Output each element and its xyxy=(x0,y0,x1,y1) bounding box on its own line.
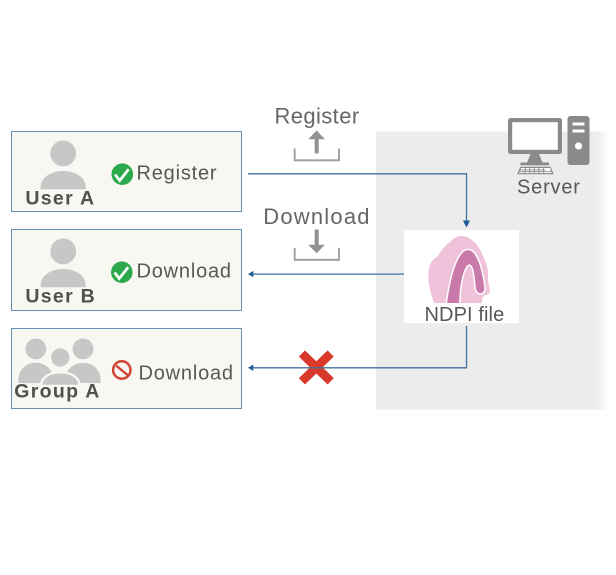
svg-text:User B: User B xyxy=(25,286,96,308)
svg-text:Register: Register xyxy=(274,103,359,128)
svg-text:Group A: Group A xyxy=(14,381,100,403)
svg-text:Download: Download xyxy=(139,363,234,385)
svg-text:User A: User A xyxy=(25,188,95,210)
svg-text:Server: Server xyxy=(517,176,581,198)
svg-text:NDPI file: NDPI file xyxy=(425,304,505,326)
svg-text:Download: Download xyxy=(263,204,370,229)
svg-text:Download: Download xyxy=(137,260,232,282)
svg-text:Register: Register xyxy=(137,162,218,184)
